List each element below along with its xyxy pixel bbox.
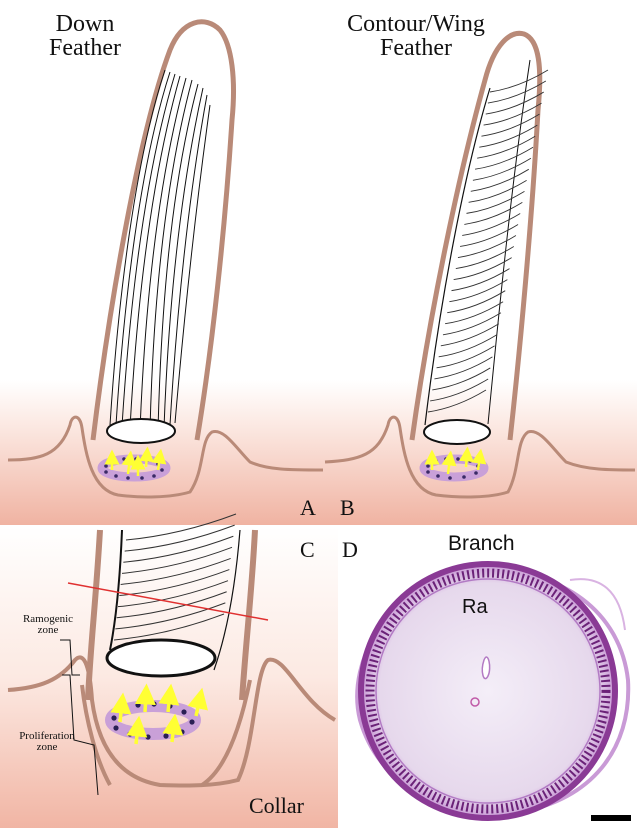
barb-line [460,224,518,246]
barb-line [447,291,505,313]
panel-b-title: Contour/Wing Feather [326,12,506,60]
collar-label: Collar [249,795,304,817]
barb-line [481,114,539,136]
central-vessel [482,657,489,679]
skin-region [0,527,338,828]
collar-opening [107,640,215,676]
proliferation-zone-label: Proliferation zone [8,731,86,753]
follicle-section [361,564,615,818]
barb-line [484,103,542,125]
barb-line [473,158,531,180]
panel-b [323,33,637,525]
barb-line [443,313,501,335]
barb-line [486,92,544,114]
barb-line [437,346,495,368]
collar-opening [107,419,175,443]
collar-opening [424,420,490,444]
barb-line [462,213,520,235]
panel-c [0,514,338,828]
barb-line [464,202,522,224]
panel-a-title: Down Feather [30,12,140,60]
panel-c-letter: C [300,539,315,561]
feather-sheath [93,22,234,440]
panel-b-title-line2: Feather [326,36,506,60]
panel-a-title-line2: Feather [30,36,140,60]
panel-d-letter: D [342,539,358,561]
barb-line [445,302,503,324]
panel-b-title-line1: Contour/Wing [326,12,506,36]
panel-a-title-line1: Down [30,12,140,36]
barb-line [441,324,499,346]
barb-line [452,269,510,291]
barb-line [466,191,524,213]
panel-b-letter: B [340,497,355,519]
barb-line [434,357,492,379]
scale-bar [591,815,631,821]
barb-line [439,335,497,357]
panel-a [0,22,323,525]
proliferation-line2: zone [8,742,86,753]
ramogenic-line2: zone [14,625,82,636]
barb-line [475,147,533,169]
ra-label: Ra [462,597,488,617]
down-barbs [110,70,210,430]
barb-line [449,280,507,302]
ramogenic-zone-label: Ramogenic zone [14,614,82,636]
panel-a-letter: A [300,497,316,519]
branch-label: Branch [448,533,515,554]
barb-line [477,136,535,158]
barb-line [479,125,537,147]
barb-line [469,180,527,202]
panel-d [338,527,637,828]
barb-line [471,169,529,191]
